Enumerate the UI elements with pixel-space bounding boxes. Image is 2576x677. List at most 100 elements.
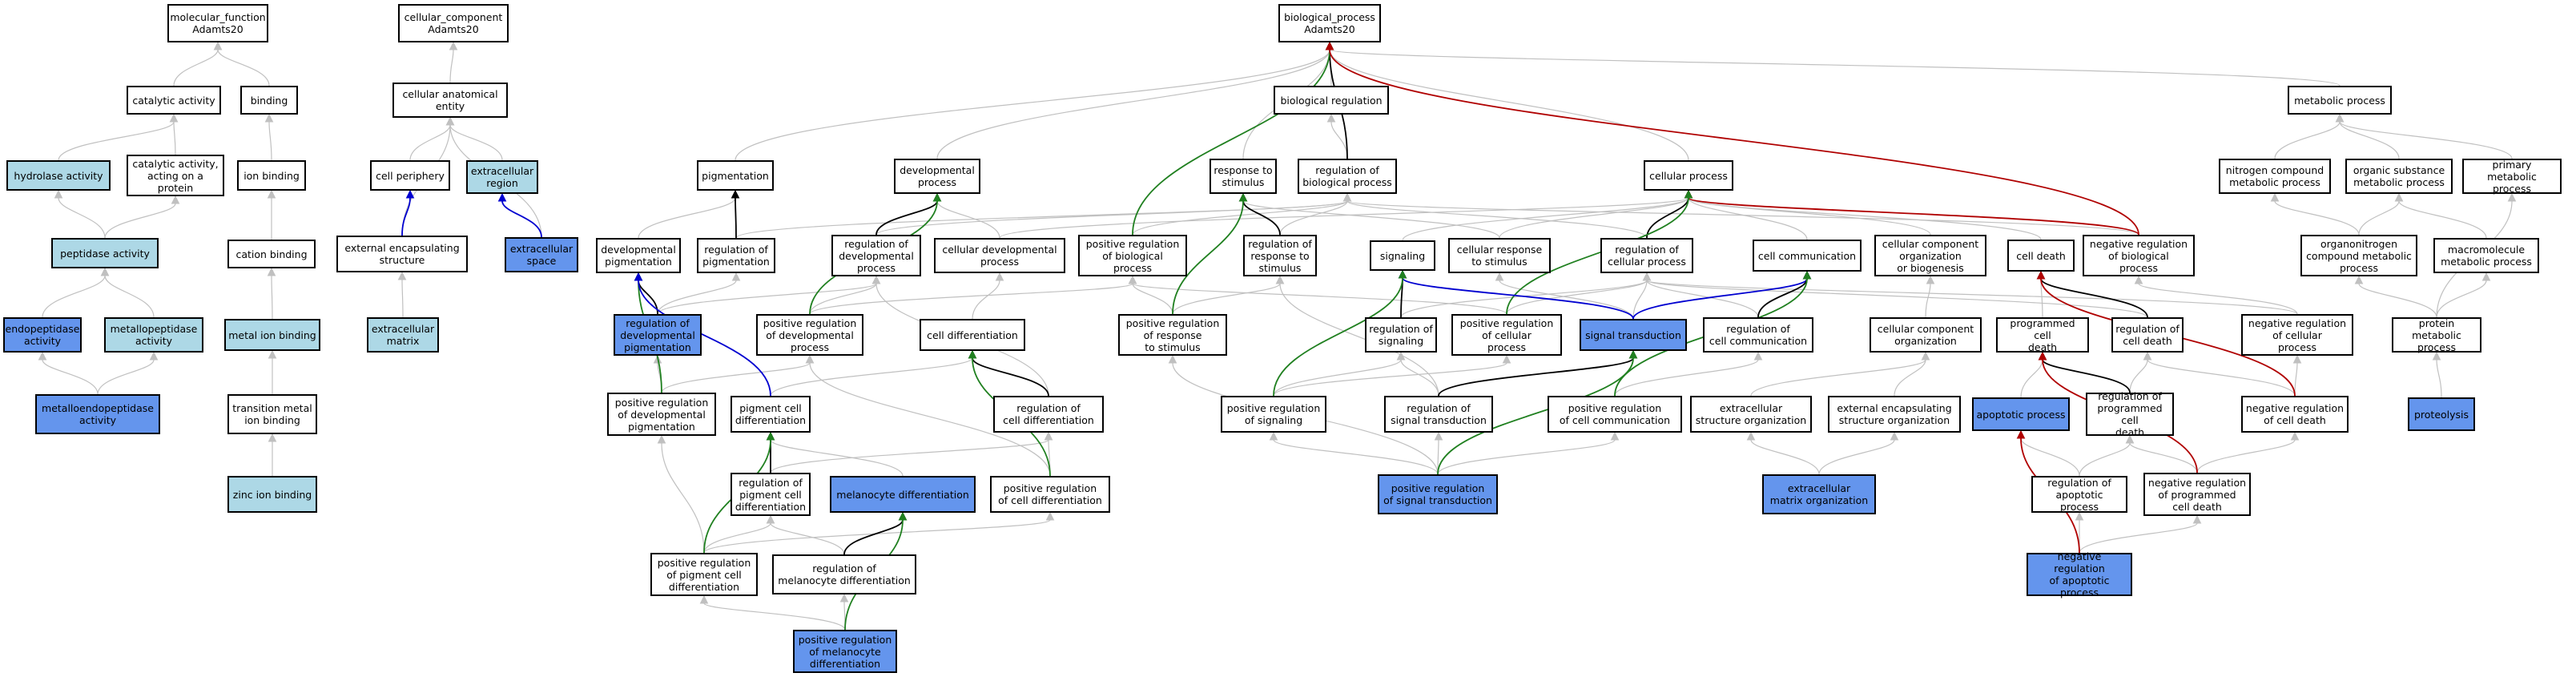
edge-cell_dev-to-cellular_process [999,197,1689,239]
node-macromolecule-metabolic-process[interactable]: macromolecule metabolic process [2433,238,2539,273]
edge-arrowhead-transition_metal-to-metal_ion [268,349,277,359]
edge-pos_reg_signaling-to-pos_reg_cell_proc [1273,362,1507,397]
node-binding[interactable]: binding [240,86,298,115]
node-positive-regulation-of-response-to-stimulus[interactable]: positive regulation of response to stimu… [1118,314,1227,356]
node-ion-binding[interactable]: ion binding [237,160,306,191]
node-positive-regulation-of-developmental-process[interactable]: positive regulation of developmental pro… [756,314,863,356]
node-external-encapsulating-structure[interactable]: external encapsulating structure [336,236,468,272]
node-regulation-of-pigmentation[interactable]: regulation of pigmentation [697,238,775,273]
node-extracellular-structure-organization[interactable]: extracellular structure organization [1690,396,1812,433]
node-regulation-of-programmed-cell-death[interactable]: regulation of programmed cell death [2086,390,2174,438]
edge-proteolysis-to-protein_met [2436,359,2442,398]
node-positive-regulation-of-signal-transduction[interactable]: positive regulation of signal transducti… [1378,474,1498,514]
node-positive-regulation-of-melanocyte-differentiation[interactable]: positive regulation of melanocyte differ… [793,630,897,673]
node-regulation-of-cellular-process[interactable]: regulation of cellular process [1600,238,1693,273]
node-negative-regulation-of-biological-process[interactable]: negative regulation of biological proces… [2083,235,2195,276]
node-response-to-stimulus[interactable]: response to stimulus [1210,159,1277,194]
node-cellular-process[interactable]: cellular process [1644,160,1733,191]
node-regulation-of-biological-process[interactable]: regulation of biological process [1298,159,1397,194]
node-negative-regulation-of-programmed-cell-death[interactable]: negative regulation of programmed cell d… [2143,473,2251,516]
node-negative-regulation-of-cellular-process[interactable]: negative regulation of cellular process [2241,314,2353,356]
node-positive-regulation-of-biological-process[interactable]: positive regulation of biological proces… [1078,235,1187,276]
node-transition-metal-ion-binding[interactable]: transition metal ion binding [227,394,317,434]
node-catalytic-activity[interactable]: catalytic activity [127,86,221,115]
node-organic-substance-metabolic-process[interactable]: organic substance metabolic process [2345,159,2453,194]
node-cell-periphery[interactable]: cell periphery [370,160,450,191]
node-positive-regulation-of-cell-differentiation[interactable]: positive regulation of cell differentiat… [990,476,1110,513]
node-molecular-function-root[interactable]: molecular_function Adamts20 [167,4,268,42]
node-regulation-of-developmental-pigmentation[interactable]: regulation of developmental pigmentation [614,314,702,356]
node-extracellular-matrix-organization[interactable]: extracellular matrix organization [1762,474,1876,514]
edge-pos_reg_bio-to-reg_bio [1132,200,1348,236]
node-primary-metabolic-process[interactable]: primary metabolic process [2462,159,2562,195]
edge-reg_prog_death-to-reg_cell_death [2129,359,2148,393]
edge-ext_space-to-ext_region [501,200,542,238]
node-proteolysis[interactable]: proteolysis [2408,397,2475,431]
node-extracellular-region[interactable]: extracellular region [466,160,538,194]
node-endopeptidase-activity[interactable]: endopeptidase activity [3,317,82,353]
edge-pos_reg_cell_comm-to-reg_cell_comm [1614,359,1759,397]
edge-arrowhead-reg_bio-to-bio_reg [1326,113,1336,123]
node-cellular-component-root[interactable]: cellular_component Adamts20 [398,4,509,42]
node-regulation-of-melanocyte-differentiation[interactable]: regulation of melanocyte differentiation [772,554,916,594]
edge-sig_trans-to-signaling [1402,277,1634,320]
node-positive-regulation-of-developmental-pigmentation[interactable]: positive regulation of developmental pig… [607,393,716,436]
node-regulation-of-pigment-cell-differentiation[interactable]: regulation of pigment cell differentiati… [731,473,811,516]
node-regulation-of-signaling[interactable]: regulation of signaling [1365,317,1437,353]
node-regulation-of-cell-communication[interactable]: regulation of cell communication [1703,317,1813,353]
node-biological-regulation[interactable]: biological regulation [1274,86,1389,115]
node-extracellular-matrix[interactable]: extracellular matrix [367,317,439,353]
node-metalloendopeptidase-activity[interactable]: metalloendopeptidase activity [35,394,160,434]
node-cell-communication[interactable]: cell communication [1753,240,1862,272]
node-developmental-process[interactable]: developmental process [894,159,980,194]
node-cellular-anatomical-entity[interactable]: cellular anatomical entity [392,83,508,118]
node-protein-metabolic-process[interactable]: protein metabolic process [2392,317,2481,353]
node-regulation-of-apoptotic-process[interactable]: regulation of apoptotic process [2031,476,2127,513]
node-developmental-pigmentation[interactable]: developmental pigmentation [596,238,681,273]
edge-arrowhead-metal_ion-to-cation_binding [267,267,276,276]
node-hydrolase-activity[interactable]: hydrolase activity [6,160,111,191]
node-catalytic-activity-acting-on-protein[interactable]: catalytic activity, acting on a protein [127,155,224,196]
node-cellular-component-organization[interactable]: cellular component organization [1870,317,1982,353]
node-pigment-cell-differentiation[interactable]: pigment cell differentiation [731,396,811,433]
node-signal-transduction[interactable]: signal transduction [1580,319,1687,351]
node-cellular-component-organization-or-biogenesis[interactable]: cellular component organization or bioge… [1874,235,1986,276]
node-regulation-of-cell-death[interactable]: regulation of cell death [2111,317,2184,353]
node-positive-regulation-of-pigment-cell-differentiation[interactable]: positive regulation of pigment cell diff… [650,553,758,596]
node-cation-binding[interactable]: cation binding [227,240,316,268]
node-regulation-of-developmental-process[interactable]: regulation of developmental process [831,235,921,276]
node-pigmentation[interactable]: pigmentation [697,160,774,191]
node-regulation-of-cell-differentiation[interactable]: regulation of cell differentiation [993,396,1104,433]
node-signaling[interactable]: signaling [1370,240,1435,271]
node-cellular-response-to-stimulus[interactable]: cellular response to stimulus [1448,238,1551,273]
node-negative-regulation-of-apoptotic-process[interactable]: negative regulation of apoptotic process [2027,550,2132,598]
edge-arrowhead-protein_met-to-primary_met [2507,192,2517,202]
edge-macromolecule-to-org_subst [2398,200,2487,239]
node-regulation-of-response-to-stimulus[interactable]: regulation of response to stimulus [1243,235,1317,276]
node-positive-regulation-of-cellular-process[interactable]: positive regulation of cellular process [1451,314,1562,356]
node-biological-process-root[interactable]: biological_process Adamts20 [1278,4,1381,42]
node-metallopeptidase-activity[interactable]: metallopeptidase activity [104,317,203,353]
node-cellular-developmental-process[interactable]: cellular developmental process [934,238,1065,273]
node-programmed-cell-death[interactable]: programmed cell death [1996,317,2089,353]
edge-cell_dev-to-dev_process [936,200,1000,239]
node-positive-regulation-of-cell-communication[interactable]: positive regulation of cell communicatio… [1548,396,1682,433]
node-zinc-ion-binding[interactable]: zinc ion binding [227,476,317,513]
edge-reg_dev-to-dev_process [875,200,938,236]
node-cell-differentiation[interactable]: cell differentiation [920,319,1025,351]
node-negative-regulation-of-cell-death[interactable]: negative regulation of cell death [2241,396,2349,433]
node-extracellular-space[interactable]: extracellular space [505,237,578,272]
node-nitrogen-compound-metabolic-process[interactable]: nitrogen compound metabolic process [2219,159,2331,194]
edge-arrowhead-cc_org2-to-cc_org [1926,275,1935,284]
node-organonitrogen-compound-metabolic-process[interactable]: organonitrogen compound metabolic proces… [2300,235,2417,276]
edge-arrowhead-metallopeptidase-to-peptidase [100,267,110,276]
node-metal-ion-binding[interactable]: metal ion binding [224,319,320,351]
node-melanocyte-differentiation[interactable]: melanocyte differentiation [830,476,976,513]
node-peptidase-activity[interactable]: peptidase activity [51,238,159,268]
node-external-encapsulating-structure-organization[interactable]: external encapsulating structure organiz… [1828,396,1961,433]
node-regulation-of-signal-transduction[interactable]: regulation of signal transduction [1384,396,1493,433]
node-cell-death[interactable]: cell death [2007,240,2075,272]
node-apoptotic-process[interactable]: apoptotic process [1972,397,2070,431]
node-metabolic-process[interactable]: metabolic process [2288,86,2392,115]
node-positive-regulation-of-signaling[interactable]: positive regulation of signaling [1221,396,1326,433]
